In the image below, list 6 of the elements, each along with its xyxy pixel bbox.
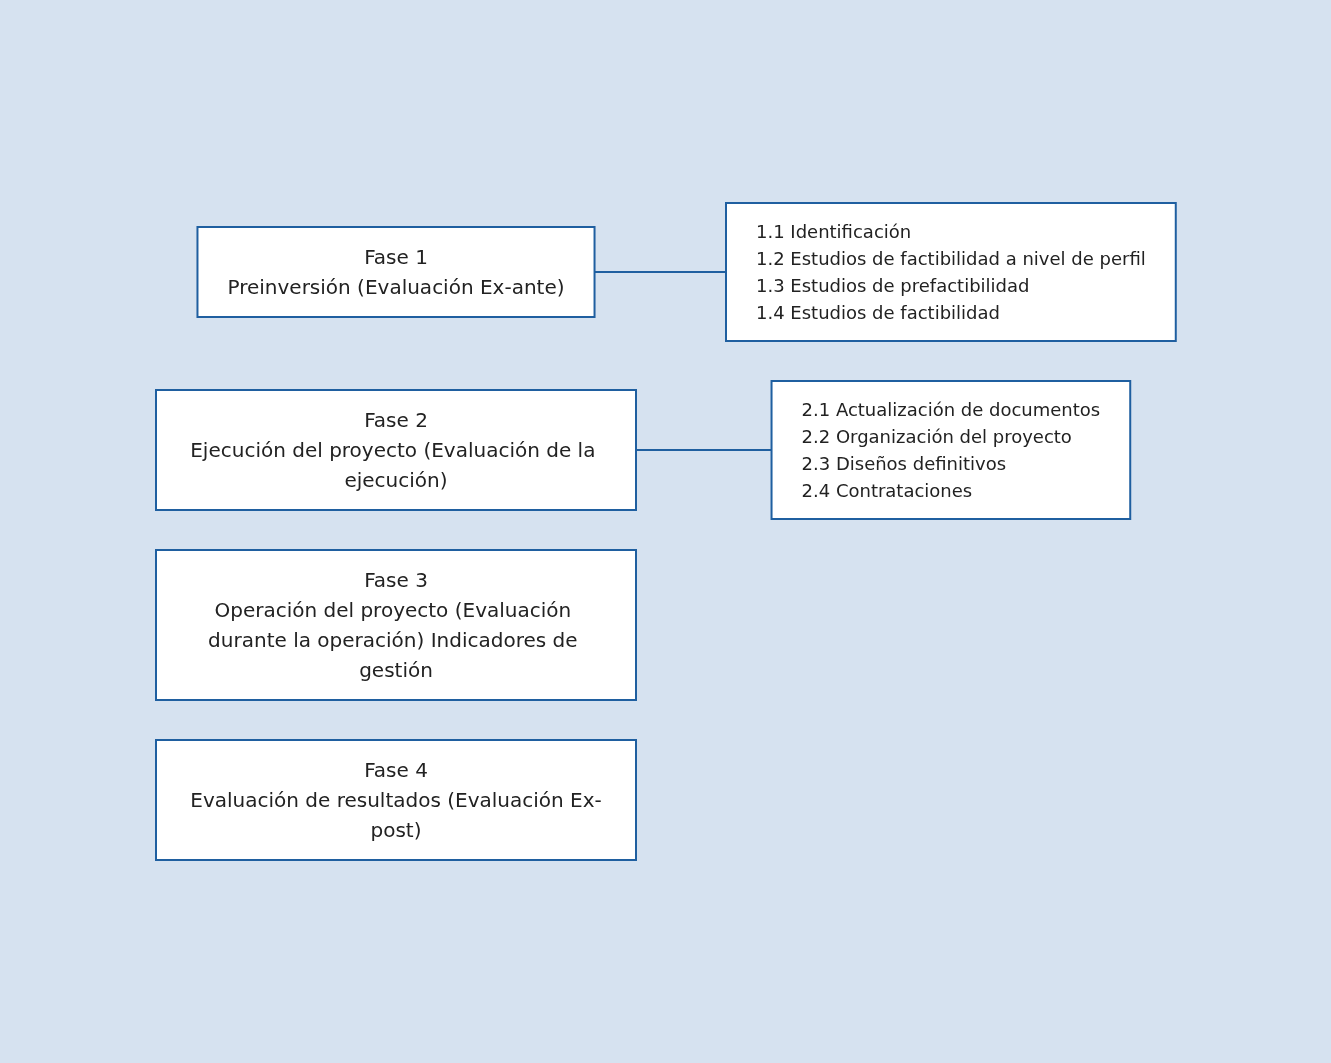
node-box: Fase 4 Evaluación de resultados (Evaluación Ex-post)	[154, 739, 637, 861]
node-box: Fase 1 Preinversión (Evaluación Ex-ante)	[196, 226, 596, 318]
node-box: Fase 2 Ejecución del proyecto (Evaluación de la ejecución)	[154, 389, 637, 511]
node-box: Fase 3 Operación del proyecto (Evaluación durante la operación) Indicadores de gestión	[154, 549, 637, 701]
node-box: 1.1 Identificación 1.2 Estudios de factibilidad a nivel de perfil 1.3 Estudios de prefactibilidad 1.4 Estudios de factibilidad	[724, 202, 1177, 342]
node-box: 2.1 Actualización de documentos 2.2 Organización del proyecto 2.3 Diseños definitivos 2.4 Contrataciones	[770, 380, 1131, 520]
